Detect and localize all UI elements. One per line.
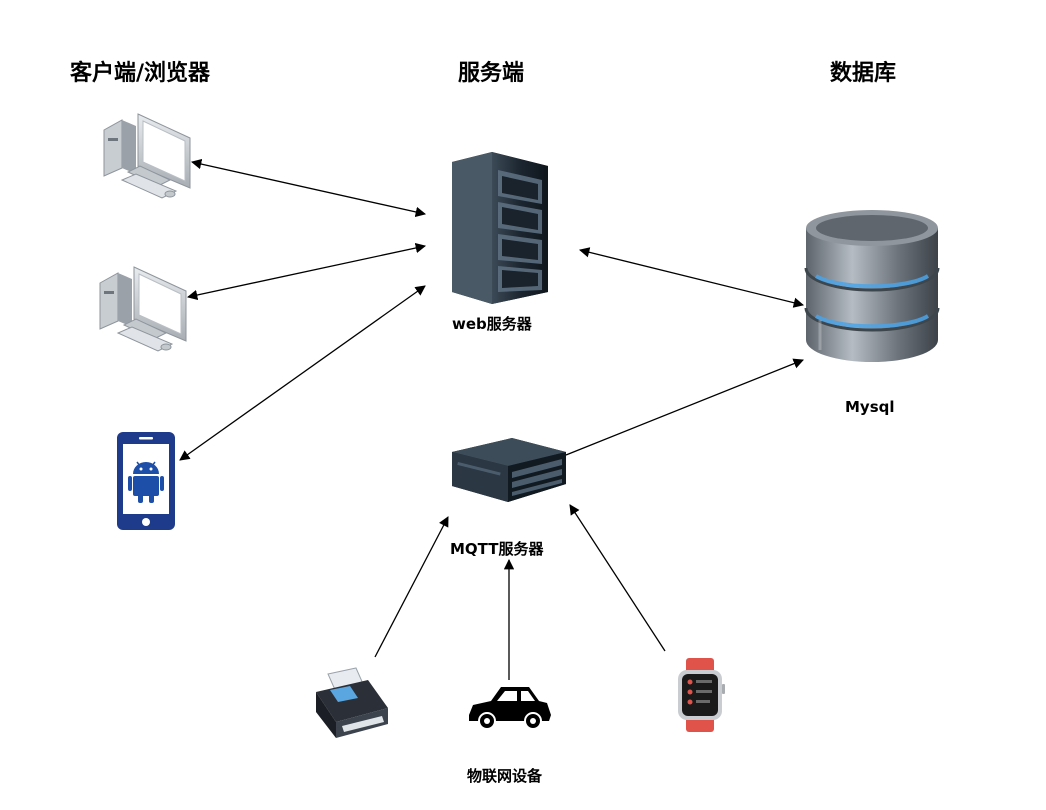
rack-server-icon <box>452 152 548 304</box>
smartwatch-icon <box>678 658 725 732</box>
connection-arrows <box>179 158 805 680</box>
arrow-phone-web <box>179 285 426 461</box>
database-heading: 数据库 <box>830 61 897 86</box>
desktop-computer-icon <box>103 113 191 199</box>
mqtt-server-label: MQTT服务器 <box>450 540 544 558</box>
rack-server-icon <box>452 438 566 502</box>
arrow-desktop1-web <box>190 158 427 218</box>
arrow-mqtt-db <box>565 358 804 456</box>
arrow-web-db <box>578 247 805 308</box>
server-heading: 服务端 <box>458 61 525 86</box>
printer-icon <box>316 667 388 738</box>
database-icon <box>804 210 940 362</box>
car-icon <box>469 687 551 730</box>
web-server-label: web服务器 <box>452 315 532 333</box>
arrow-watch-mqtt <box>569 504 666 652</box>
arrow-desktop2-web <box>186 242 427 301</box>
desktop-computer-icon <box>99 266 187 352</box>
client-heading: 客户端/浏览器 <box>70 61 211 86</box>
arrow-printer-mqtt <box>374 516 449 658</box>
android-phone-icon <box>117 432 175 530</box>
iot-devices-label: 物联网设备 <box>467 767 543 785</box>
mysql-label: Mysql <box>845 398 895 416</box>
